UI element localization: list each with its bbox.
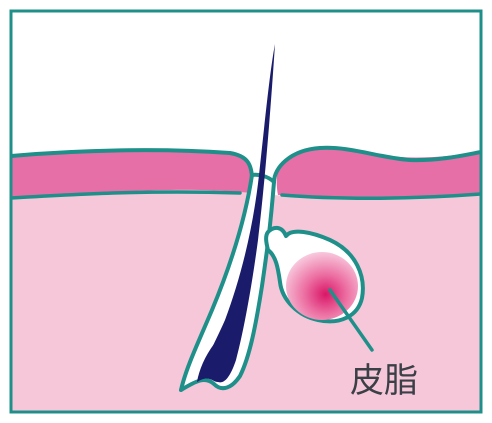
sebum-label: 皮脂 (350, 361, 418, 401)
sebum-gland (286, 252, 358, 320)
